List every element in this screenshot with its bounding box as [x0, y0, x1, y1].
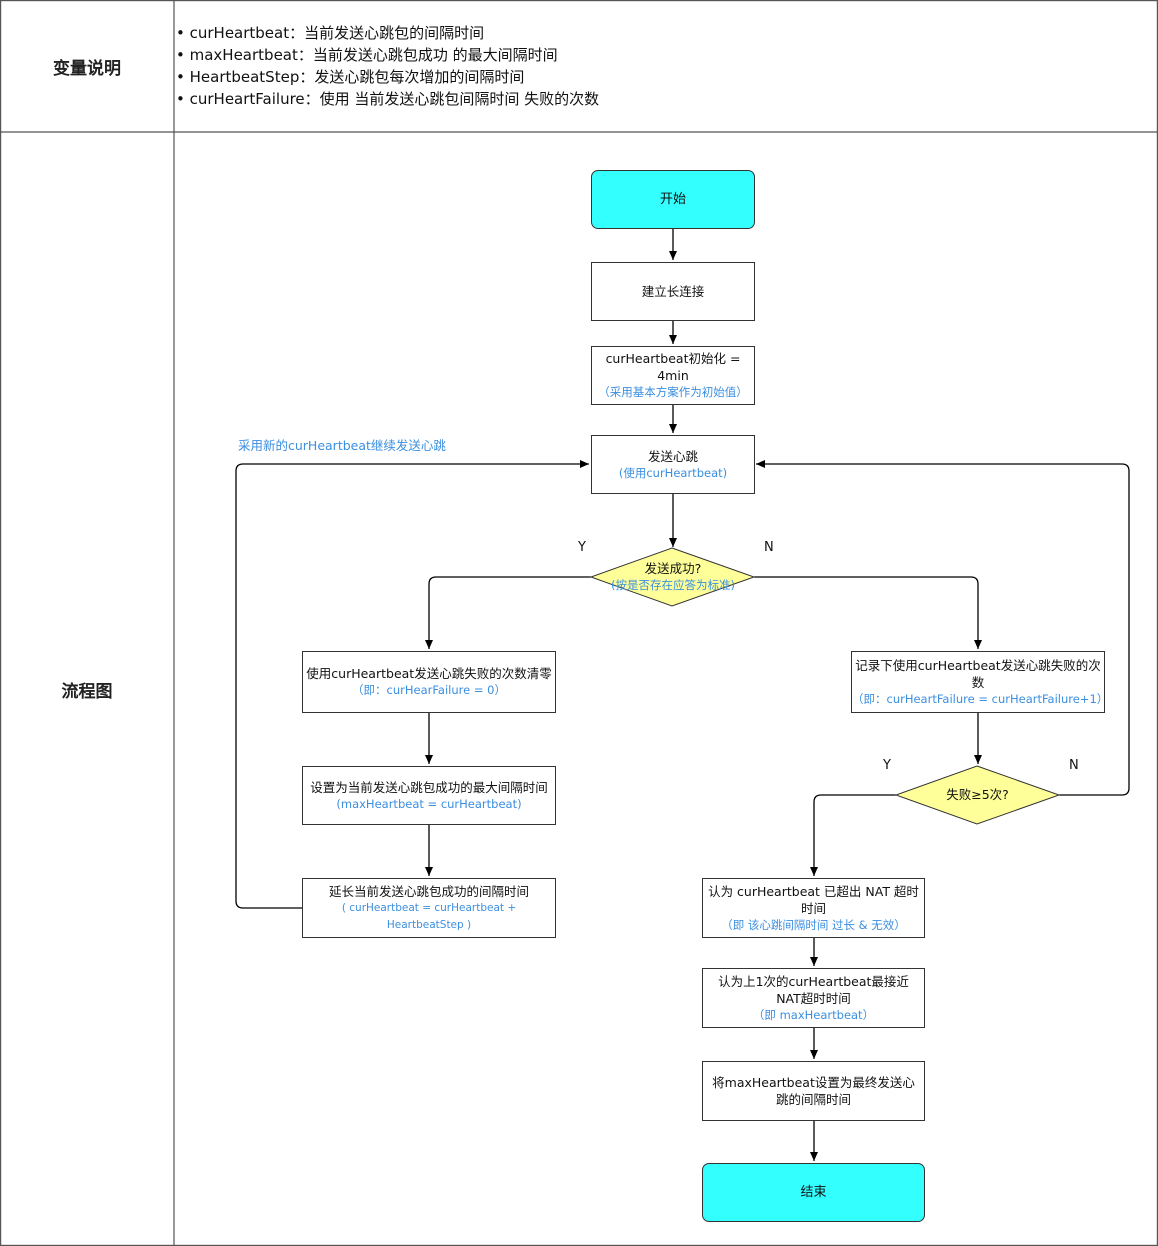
- send-note: (使用curHeartbeat): [618, 465, 728, 480]
- connect-node: 建立长连接: [591, 262, 755, 321]
- end-node: 结束: [702, 1163, 925, 1222]
- init-label: curHeartbeat初始化 = 4min: [605, 351, 741, 383]
- variable-item-curheartbeat: • curHeartbeat：当前发送心跳包的间隔时间: [176, 24, 485, 42]
- start-label: 开始: [659, 192, 686, 207]
- reset-fail-node: 使用curHeartbeat发送心跳失败的次数清零 （即：curHearFail…: [302, 651, 556, 713]
- decision-fail-node: 失败≥5次?: [896, 766, 1059, 824]
- extend-node: 延长当前发送心跳包成功的间隔时间 ( curHeartbeat = curHea…: [302, 878, 556, 938]
- closest-nat-label: 认为上1次的curHeartbeat最接近NAT超时时间: [718, 973, 909, 1006]
- edge-fail-yes: [810, 794, 896, 876]
- decision-success-shape: [589, 547, 756, 607]
- connect-label: 建立长连接: [641, 284, 705, 299]
- variable-item-heartbeatstep: • HeartbeatStep：发送心跳包每次增加的间隔时间: [176, 68, 525, 86]
- variable-item-curheartfailure: • curHeartFailure：使用 当前发送心跳包间隔时间 失败的次数: [176, 90, 600, 108]
- exceed-nat-note: （即 该心跳间隔时间 过长 & 无效）: [721, 917, 906, 932]
- closest-nat-note: （即 maxHeartbeat）: [752, 1007, 875, 1022]
- decision-success-node: 发送成功? (按是否存在应答为标准): [591, 548, 755, 606]
- end-label: 结束: [800, 1185, 827, 1200]
- flowchart-section-label: 流程图: [61, 681, 113, 702]
- set-final-node: 将maxHeartbeat设置为最终发送心跳的间隔时间: [702, 1061, 925, 1121]
- record-fail-label: 记录下使用curHeartbeat发送心跳失败的次数: [855, 657, 1101, 690]
- set-max-node: 设置为当前发送心跳包成功的最大间隔时间 (maxHeartbeat = curH…: [302, 766, 556, 825]
- record-fail-node: 记录下使用curHeartbeat发送心跳失败的次数 （即：curHeartFa…: [851, 651, 1109, 713]
- reset-fail-note: （即：curHearFailure = 0）: [352, 683, 506, 697]
- fail-yes-label: Y: [883, 758, 891, 773]
- extend-label: 延长当前发送心跳包成功的间隔时间: [328, 883, 529, 899]
- variable-list: • curHeartbeat：当前发送心跳包的间隔时间 • maxHeartbe…: [176, 22, 599, 110]
- fail-no-label: N: [1069, 758, 1079, 773]
- decision-fail-shape: [894, 765, 1061, 825]
- edge-success-no: [754, 576, 982, 649]
- init-note: （采用基本方案作为初始值）: [598, 385, 748, 399]
- decision-success-note: (按是否存在应答为标准): [611, 578, 735, 592]
- decision-fail-label: 失败≥5次?: [946, 787, 1009, 802]
- edge-success-yes: [425, 576, 591, 649]
- exceed-nat-label: 认为 curHeartbeat 已超出 NAT 超时时间: [708, 883, 919, 916]
- decision-success-label: 发送成功?: [644, 561, 702, 576]
- init-node: curHeartbeat初始化 = 4min （采用基本方案作为初始值）: [591, 346, 755, 405]
- set-final-label: 将maxHeartbeat设置为最终发送心跳的间隔时间: [712, 1075, 915, 1107]
- send-label: 发送心跳: [647, 448, 698, 464]
- exceed-nat-node: 认为 curHeartbeat 已超出 NAT 超时时间 （即 该心跳间隔时间 …: [702, 878, 925, 938]
- extend-note: ( curHeartbeat = curHeartbeat + Heartbea…: [341, 901, 517, 931]
- set-max-label: 设置为当前发送心跳包成功的最大间隔时间: [310, 779, 548, 795]
- record-fail-note: （即：curHeartFailure = curHeartFailure+1）: [852, 691, 1109, 706]
- start-node: 开始: [591, 170, 755, 229]
- variables-section-label: 变量说明: [53, 58, 121, 79]
- loop-back-label: 采用新的curHeartbeat继续发送心跳: [238, 438, 446, 453]
- set-max-note: (maxHeartbeat = curHeartbeat): [336, 796, 522, 811]
- edge-fail-no: [756, 460, 1130, 796]
- reset-fail-label: 使用curHeartbeat发送心跳失败的次数清零: [306, 666, 552, 681]
- success-yes-label: Y: [578, 540, 586, 555]
- closest-nat-node: 认为上1次的curHeartbeat最接近NAT超时时间 （即 maxHeart…: [702, 968, 925, 1028]
- send-node: 发送心跳 (使用curHeartbeat): [591, 435, 755, 494]
- edge-loop-back: [235, 460, 589, 909]
- variable-item-maxheartbeat: • maxHeartbeat：当前发送心跳包成功 的最大间隔时间: [176, 46, 558, 64]
- success-no-label: N: [764, 540, 774, 555]
